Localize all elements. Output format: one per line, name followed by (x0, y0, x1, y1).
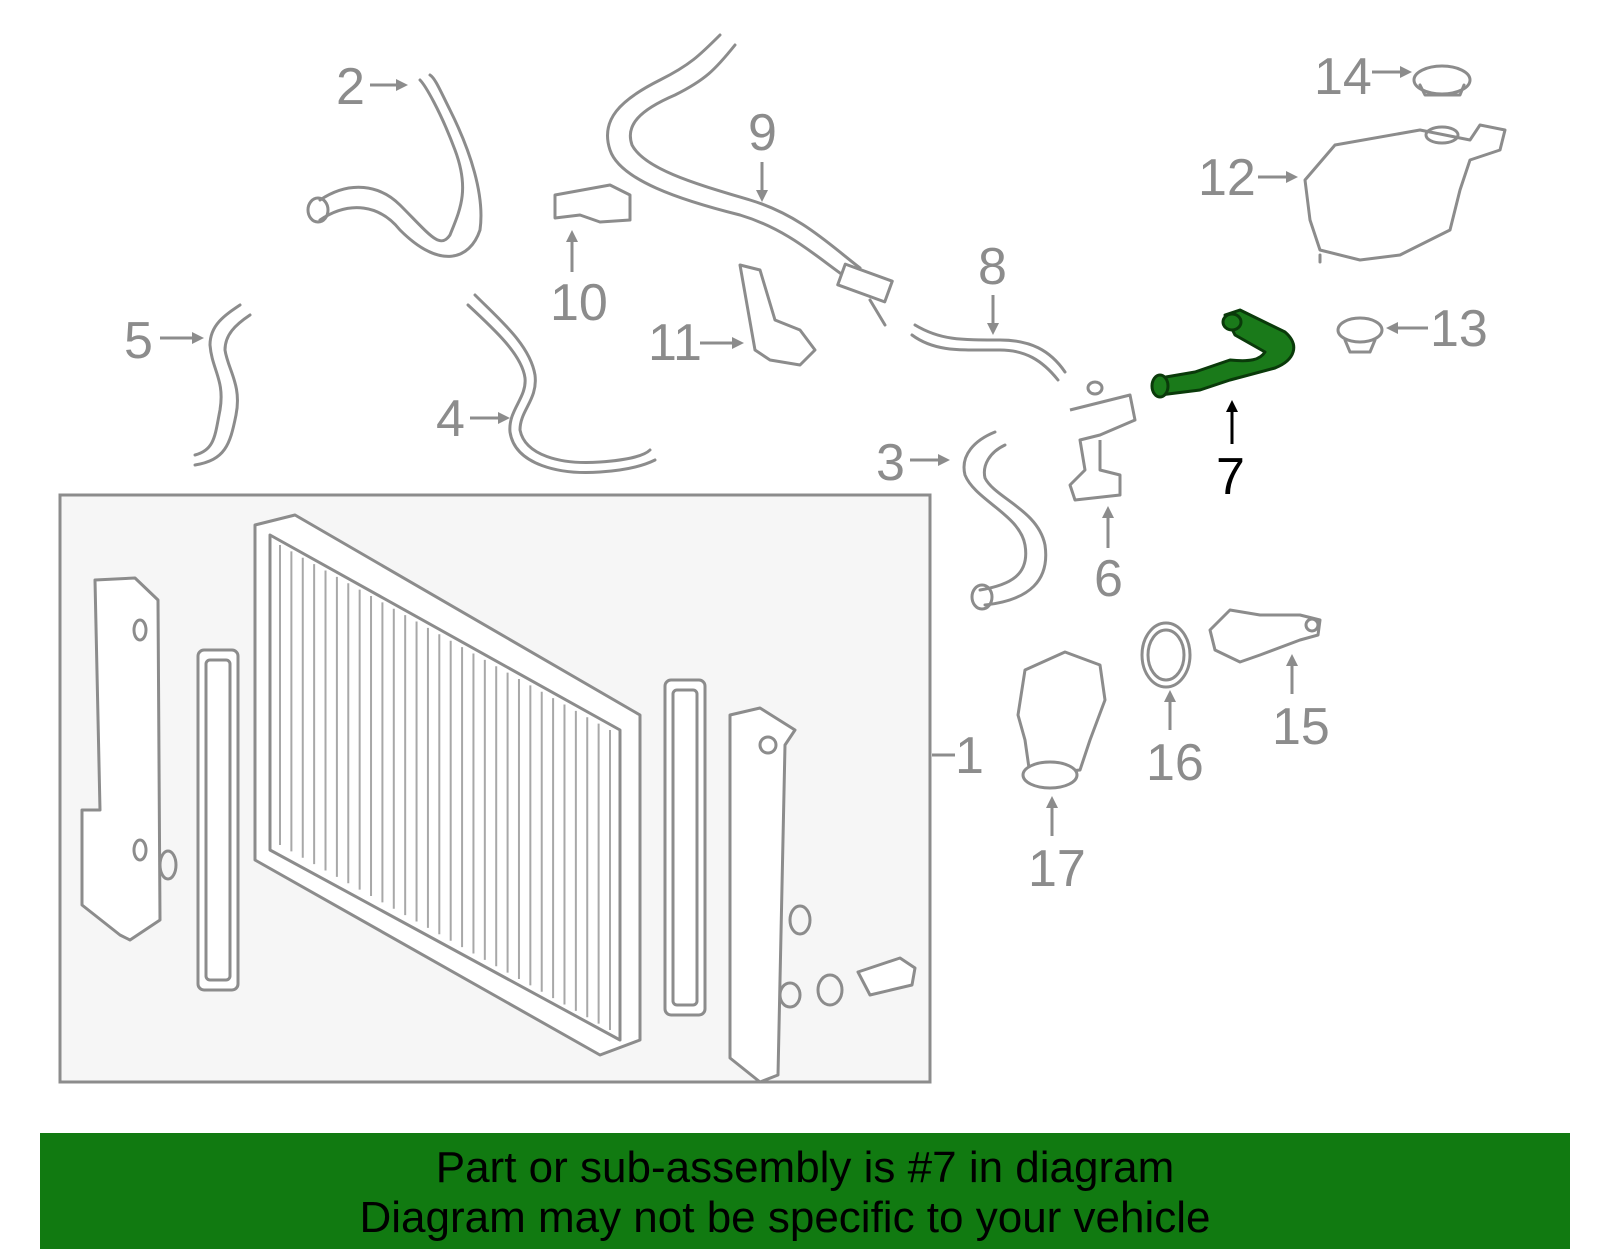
part-17-outlet (1016, 650, 1107, 790)
info-banner: Part or sub-assembly is #7 in diagram Di… (40, 1133, 1570, 1249)
callout-9: 9 (748, 104, 777, 162)
arrow-12 (1258, 171, 1298, 183)
part-9-hose (605, 33, 894, 327)
callout-2: 2 (336, 58, 365, 116)
callout-16: 16 (1146, 734, 1204, 792)
part-11-bracket (738, 263, 817, 367)
arrow-5 (160, 332, 204, 344)
part-2-hose (306, 73, 483, 258)
callout-5: 5 (124, 312, 153, 370)
arrow-3 (910, 454, 950, 466)
arrow-7 (1226, 400, 1238, 444)
arrow-8 (987, 295, 999, 335)
banner-line-2: Diagram may not be specific to your vehi… (359, 1193, 1211, 1242)
callout-15: 15 (1272, 698, 1330, 756)
arrow-6 (1102, 506, 1114, 548)
part-1-radiator-assembly (58, 493, 932, 1084)
part-14-cap (1412, 64, 1472, 97)
arrow-16 (1164, 690, 1176, 730)
part-7-hose-highlighted (1150, 308, 1296, 399)
arrow-10 (566, 230, 578, 272)
callout-14: 14 (1314, 48, 1372, 106)
part-12-reservoir (1303, 123, 1507, 264)
part-16-gasket (1140, 621, 1192, 689)
callout-11: 11 (648, 314, 702, 372)
callout-13: 13 (1430, 300, 1488, 358)
radiator-core-fins (279, 545, 611, 1030)
callout-3: 3 (876, 434, 905, 492)
arrow-15 (1286, 654, 1298, 694)
callout-4: 4 (436, 390, 465, 448)
part-5-hose (193, 303, 252, 467)
callout-12: 12 (1198, 149, 1256, 207)
callout-6: 6 (1094, 550, 1123, 608)
banner-line-1: Part or sub-assembly is #7 in diagram (435, 1143, 1175, 1192)
callout-8: 8 (978, 238, 1007, 296)
callout-7: 7 (1216, 448, 1245, 506)
part-3-hose (962, 430, 1048, 611)
part-8-hose (910, 323, 1067, 382)
callout-17: 17 (1028, 840, 1086, 898)
arrow-14 (1372, 66, 1412, 78)
arrow-13 (1386, 322, 1428, 334)
part-10-clip (553, 183, 632, 224)
arrow-9 (756, 162, 768, 202)
arrow-4 (470, 412, 510, 424)
part-6-fitting (1068, 380, 1137, 502)
arrow-17 (1046, 796, 1058, 836)
part-15-thermostat (1208, 608, 1322, 664)
part-13-grommet (1336, 316, 1384, 354)
arrow-2 (370, 79, 408, 91)
part-4-hose (466, 293, 657, 474)
callout-1: 1 (955, 727, 984, 785)
arrow-11 (700, 337, 744, 349)
callout-10: 10 (550, 274, 608, 332)
